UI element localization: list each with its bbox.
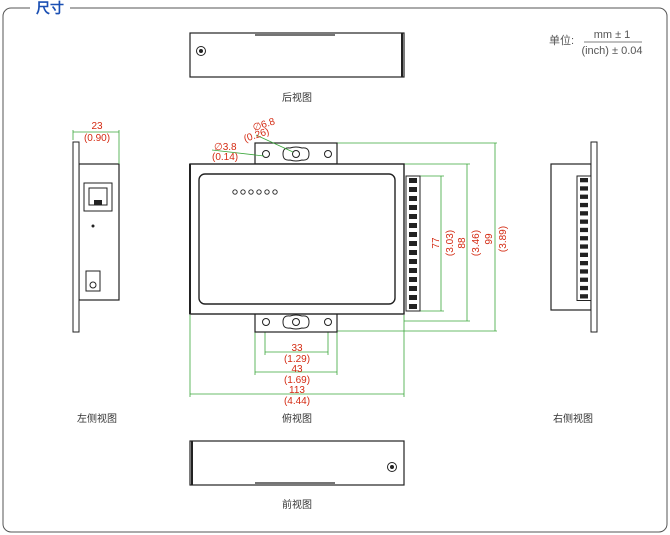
dim-flange-height-mm: 88 — [457, 237, 468, 249]
screw-icon — [196, 46, 206, 56]
power-jack-icon — [85, 270, 101, 292]
front-view — [189, 440, 405, 486]
right-side-view — [550, 141, 598, 333]
screw-icon — [387, 462, 397, 472]
ethernet-port-icon — [83, 182, 113, 212]
dim-hole-spacing-inch: (1.29) — [284, 354, 310, 365]
caption-front-view: 前视图 — [282, 498, 312, 511]
section-title: 尺寸 — [30, 0, 70, 18]
led-icon — [91, 224, 95, 228]
unit-legend: 单位: mm ± 1 (inch) ± 0.04 — [549, 29, 643, 57]
dim-mount-hole-small-mm: ∅3.8 — [214, 142, 237, 153]
dim-flange-height-inch: (3.46) — [471, 230, 482, 256]
dim-mount-hole-large-inch: (0.26) — [243, 126, 271, 145]
dim-body-height-mm: 77 — [431, 237, 442, 249]
dim-side-depth-mm: 23 — [91, 121, 103, 132]
dim-side-depth-inch: (0.90) — [84, 133, 110, 144]
terminal-block-icon — [576, 175, 592, 301]
dim-body-height-inch: (3.03) — [445, 230, 456, 256]
caption-top-view: 俯视图 — [282, 412, 312, 425]
dim-total-height-mm: 99 — [484, 233, 495, 245]
top-view — [189, 142, 497, 397]
unit-denominator: (inch) ± 0.04 — [581, 45, 642, 57]
dim-total-width-inch: (4.44) — [284, 396, 310, 407]
back-view — [189, 32, 405, 78]
caption-right-view: 右侧视图 — [553, 412, 593, 425]
left-side-view — [72, 130, 120, 333]
led-row-icon — [232, 189, 278, 195]
terminal-block-icon — [405, 175, 421, 312]
dim-total-width-mm: 113 — [289, 385, 305, 396]
dim-flange-width-inch: (1.69) — [284, 375, 310, 386]
unit-label: 单位: — [549, 33, 574, 47]
dim-flange-width-mm: 43 — [291, 364, 303, 375]
caption-left-view: 左侧视图 — [77, 412, 117, 425]
dim-hole-spacing-mm: 33 — [291, 343, 303, 354]
drawing-border — [2, 7, 668, 533]
dim-mount-hole-small-inch: (0.14) — [212, 152, 238, 163]
dim-total-height-inch: (3.89) — [498, 226, 509, 252]
caption-back-view: 后视图 — [282, 91, 312, 104]
unit-numerator: mm ± 1 — [594, 29, 631, 41]
